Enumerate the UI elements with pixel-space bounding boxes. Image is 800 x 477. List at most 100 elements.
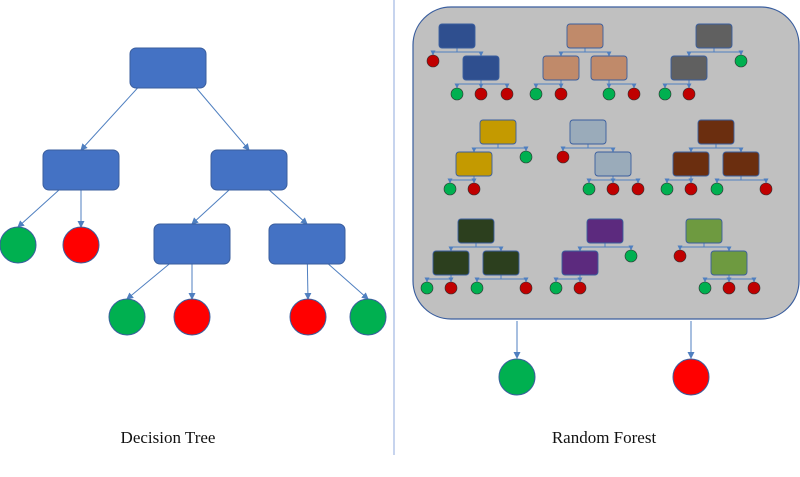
forest-leaf-red	[519, 281, 533, 295]
forest-leaf-green	[602, 87, 616, 101]
tree-edge	[126, 263, 170, 300]
forest-leaf-red	[426, 54, 440, 68]
forest-node	[594, 151, 632, 177]
forest-node	[561, 250, 599, 276]
forest-tree-9	[673, 218, 761, 295]
forest-node	[695, 23, 733, 49]
forest-tree-6	[660, 119, 773, 196]
forest-node	[457, 218, 495, 244]
forest-leaf-green	[529, 87, 543, 101]
forest-leaf-red	[573, 281, 587, 295]
tree-edge	[195, 87, 250, 151]
forest-node	[455, 151, 493, 177]
forest-node	[462, 55, 500, 81]
forest-leaf-red	[500, 87, 514, 101]
forest-node	[569, 119, 607, 145]
leaf-node-red	[62, 226, 100, 264]
forest-edge	[584, 48, 612, 57]
forest-leaf-green	[470, 281, 484, 295]
decision-node-right-right	[268, 223, 346, 265]
forest-node	[697, 119, 735, 145]
forest-edge	[703, 243, 732, 252]
forest-leaf-green	[658, 87, 672, 101]
random-forest-caption: Random Forest	[551, 428, 657, 447]
forest-node	[482, 250, 520, 276]
forest-edge	[456, 48, 484, 57]
forest-tree-4	[443, 119, 533, 196]
decision-node-right	[210, 149, 288, 191]
forest-tree-2	[529, 23, 641, 101]
forest-leaf-green	[582, 182, 596, 196]
forest-leaf-green	[660, 182, 674, 196]
forest-leaf-red	[747, 281, 761, 295]
forest-node	[685, 218, 723, 244]
forest-leaf-green	[710, 182, 724, 196]
forest-tree-1	[426, 23, 514, 101]
forest-tree-3	[658, 23, 748, 101]
decision-node-right-left	[153, 223, 231, 265]
forest-leaf-red	[684, 182, 698, 196]
forest-leaf-red	[759, 182, 773, 196]
forest-edge	[715, 144, 744, 153]
forest-tree-8	[549, 218, 638, 295]
forest-leaf-red	[631, 182, 645, 196]
forest-output-red	[672, 358, 710, 396]
decision-tree-caption: Decision Tree	[120, 428, 216, 447]
forest-leaf-green	[443, 182, 457, 196]
forest-edge	[686, 48, 715, 57]
tree-edge	[80, 87, 138, 151]
forest-edge	[480, 80, 510, 89]
forest-leaf-red	[467, 182, 481, 196]
forest-leaf-red	[627, 87, 641, 101]
leaf-node-green	[108, 298, 146, 336]
tree-edge	[17, 189, 60, 228]
forest-node	[670, 55, 708, 81]
forest-node	[586, 218, 624, 244]
forest-node	[479, 119, 517, 145]
forest-edge	[475, 243, 504, 252]
forest-edge	[577, 243, 606, 252]
forest-leaf-red	[606, 182, 620, 196]
forest-tree-7	[420, 218, 533, 295]
tree-edge	[328, 263, 369, 300]
forest-leaf-red	[682, 87, 696, 101]
forest-edge	[608, 80, 637, 89]
forest-leaf-red	[554, 87, 568, 101]
forest-leaf-red	[444, 281, 458, 295]
forest-leaf-green	[420, 281, 434, 295]
forest-edge	[500, 275, 529, 283]
forest-edge	[740, 176, 769, 184]
forest-node	[710, 250, 748, 276]
forest-leaf-red	[556, 150, 570, 164]
forest-tree-5	[556, 119, 645, 196]
tree-edge	[304, 263, 312, 300]
forest-node	[566, 23, 604, 49]
leaf-node-green	[349, 298, 387, 336]
forest-leaf-green	[698, 281, 712, 295]
decision-node-left	[42, 149, 120, 191]
forest-leaf-red	[722, 281, 736, 295]
forest-node	[722, 151, 760, 177]
forest-leaf-green	[519, 150, 533, 164]
forest-node	[672, 151, 710, 177]
decision-node-root	[129, 47, 207, 89]
random-forest-diagram	[412, 6, 800, 396]
tree-edge	[191, 189, 230, 225]
forest-node	[432, 250, 470, 276]
forest-leaf-red	[474, 87, 488, 101]
leaf-node-green	[0, 226, 37, 264]
leaf-node-red	[173, 298, 211, 336]
forest-node	[438, 23, 476, 49]
forest-node	[542, 55, 580, 81]
forest-edge	[728, 275, 757, 283]
forest-node	[590, 55, 628, 81]
forest-leaf-green	[549, 281, 563, 295]
forest-edge	[612, 176, 641, 184]
forest-leaf-green	[624, 249, 638, 263]
forest-leaf-green	[734, 54, 748, 68]
forest-leaf-red	[673, 249, 687, 263]
decision-tree-diagram	[0, 47, 387, 336]
forest-edge	[471, 144, 499, 153]
forest-leaf-green	[450, 87, 464, 101]
